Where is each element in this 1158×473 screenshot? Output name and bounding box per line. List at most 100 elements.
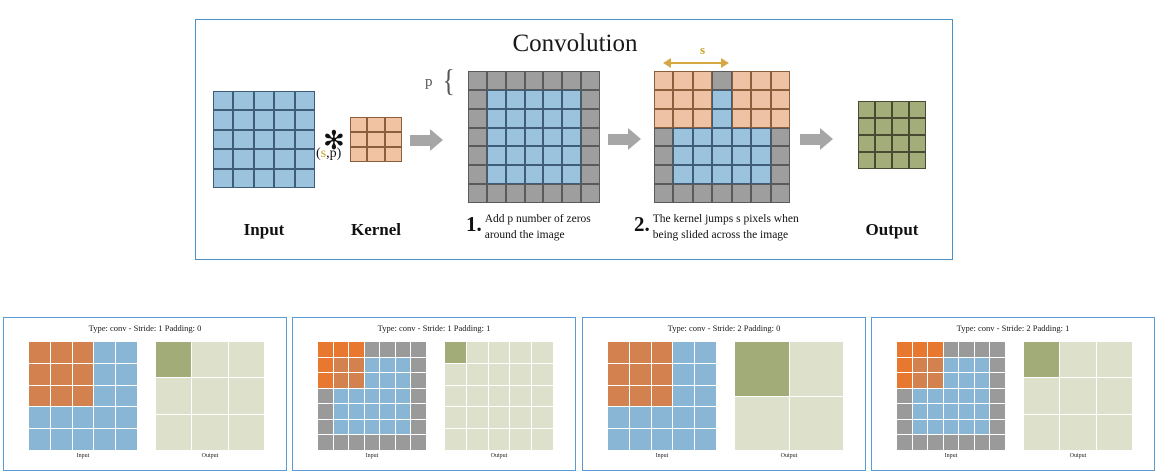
panel-input-cell: [673, 363, 695, 385]
grid-cell: [712, 165, 732, 185]
panel-input-cell: [959, 388, 974, 404]
panel-output-cell: [1096, 342, 1132, 378]
panel-input-cell: [959, 373, 974, 388]
panel-input-cell: [974, 357, 990, 373]
panel-input-cell: [395, 435, 411, 450]
panel-input-cell: [333, 357, 349, 373]
panel-input-cell: [349, 342, 364, 357]
panel-output-cell: [228, 414, 264, 450]
panel-output-cell: [510, 342, 532, 363]
panel-1-input-grid: [29, 342, 137, 450]
panel-input-cell: [411, 388, 426, 404]
panel-input-cell: [318, 435, 333, 450]
panel-output-cell: [466, 363, 488, 385]
panel-output-cell: [532, 407, 553, 429]
panel-output-cell: [532, 363, 553, 385]
panel-output-cell: [466, 407, 488, 429]
grid-cell: [505, 146, 525, 166]
step-1-caption: 1. Add p number of zeros around the imag…: [466, 212, 616, 243]
panel-output-cell: [1024, 342, 1060, 378]
grid-cell: [543, 165, 563, 185]
grid-cell: [233, 129, 254, 150]
panel-input-cell: [318, 388, 333, 404]
grid-cell: [654, 127, 674, 147]
panel-input-cell: [897, 388, 912, 404]
kernel-label: Kernel: [350, 220, 402, 239]
panel-input-cell: [72, 385, 94, 407]
grid-cell: [770, 71, 790, 90]
grid-cell: [654, 71, 674, 90]
grid-cell: [468, 184, 487, 203]
grid-cell: [692, 89, 713, 109]
panel-input-cell: [912, 373, 928, 388]
panel-input-cell: [364, 342, 380, 357]
grid-cell: [350, 147, 368, 162]
output-grid: [858, 101, 926, 169]
grid-cell: [692, 165, 713, 185]
panel-input-cell: [395, 342, 411, 357]
grid-cell: [233, 149, 254, 169]
panel-output-cell: [488, 363, 510, 385]
grid-cell: [213, 110, 234, 130]
panel-output-cell: [488, 342, 510, 363]
panel-output-cell: [532, 429, 553, 450]
grid-cell: [505, 108, 525, 128]
panel-4-input-grid: [897, 342, 1005, 450]
panel-output-cell: [1060, 342, 1096, 378]
grid-cell: [712, 89, 732, 109]
params-rest: ,p): [326, 146, 342, 161]
panel-input-cell: [629, 342, 651, 363]
grid-cell: [468, 127, 487, 147]
panel-input-cell: [94, 342, 116, 363]
panel-output-cell: [1096, 378, 1132, 414]
grid-cell: [562, 108, 582, 128]
grid-cell: [294, 149, 315, 169]
grid-cell: [468, 108, 487, 128]
step-1-number: 1.: [466, 212, 482, 236]
panel-input-cell: [974, 419, 990, 435]
panel-input-cell: [928, 435, 943, 450]
panel-input-cell: [29, 429, 50, 450]
grid-cell: [384, 117, 402, 132]
grid-cell: [581, 165, 600, 185]
panel-output-cell: [466, 342, 488, 363]
grid-cell: [294, 91, 315, 111]
panel-output-cell: [1024, 414, 1060, 450]
panel-input-cell: [695, 407, 716, 429]
grid-cell: [468, 146, 487, 166]
panel-input-cell: [116, 385, 137, 407]
panel-input-cell: [318, 373, 333, 388]
panel-3-title: Type: conv - Stride: 2 Padding: 0: [667, 323, 781, 333]
grid-cell: [731, 127, 752, 147]
panel-input-cell: [380, 404, 395, 419]
panel-input-cell: [974, 388, 990, 404]
panel-3-output-grid: [735, 342, 843, 450]
grid-cell: [367, 132, 385, 147]
grid-cell: [505, 184, 525, 203]
padding-brace-icon: {: [442, 62, 455, 98]
panel-input-cell: [318, 404, 333, 419]
panel-3-output-label: Output: [780, 453, 798, 459]
panel-input-cell: [411, 342, 426, 357]
grid-cell: [692, 71, 713, 90]
panel-output-cell: [466, 429, 488, 450]
panel-input-cell: [50, 407, 72, 429]
panel-input-cell: [959, 357, 974, 373]
panel-input-cell: [943, 357, 959, 373]
grid-cell: [486, 165, 506, 185]
panel-input-cell: [629, 429, 651, 450]
panel-output-cell: [488, 385, 510, 407]
panel-4-title: Type: conv - Stride: 2 Padding: 1: [956, 323, 1070, 333]
conv-demo-panel-2: Type: conv - Stride: 1 Padding: 1 Input …: [292, 317, 576, 471]
output-label: Output: [865, 220, 919, 239]
panel-input-cell: [695, 429, 716, 450]
conv-demo-panel-4: Type: conv - Stride: 2 Padding: 1 Input …: [871, 317, 1155, 471]
grid-cell: [770, 146, 790, 166]
panel-input-cell: [116, 407, 137, 429]
panel-input-cell: [380, 388, 395, 404]
step-2-caption: 2. The kernel jumps s pixels when being …: [634, 212, 819, 243]
panel-input-cell: [974, 404, 990, 419]
panel-output-cell: [488, 407, 510, 429]
panel-input-cell: [959, 435, 974, 450]
grid-cell: [770, 165, 790, 185]
